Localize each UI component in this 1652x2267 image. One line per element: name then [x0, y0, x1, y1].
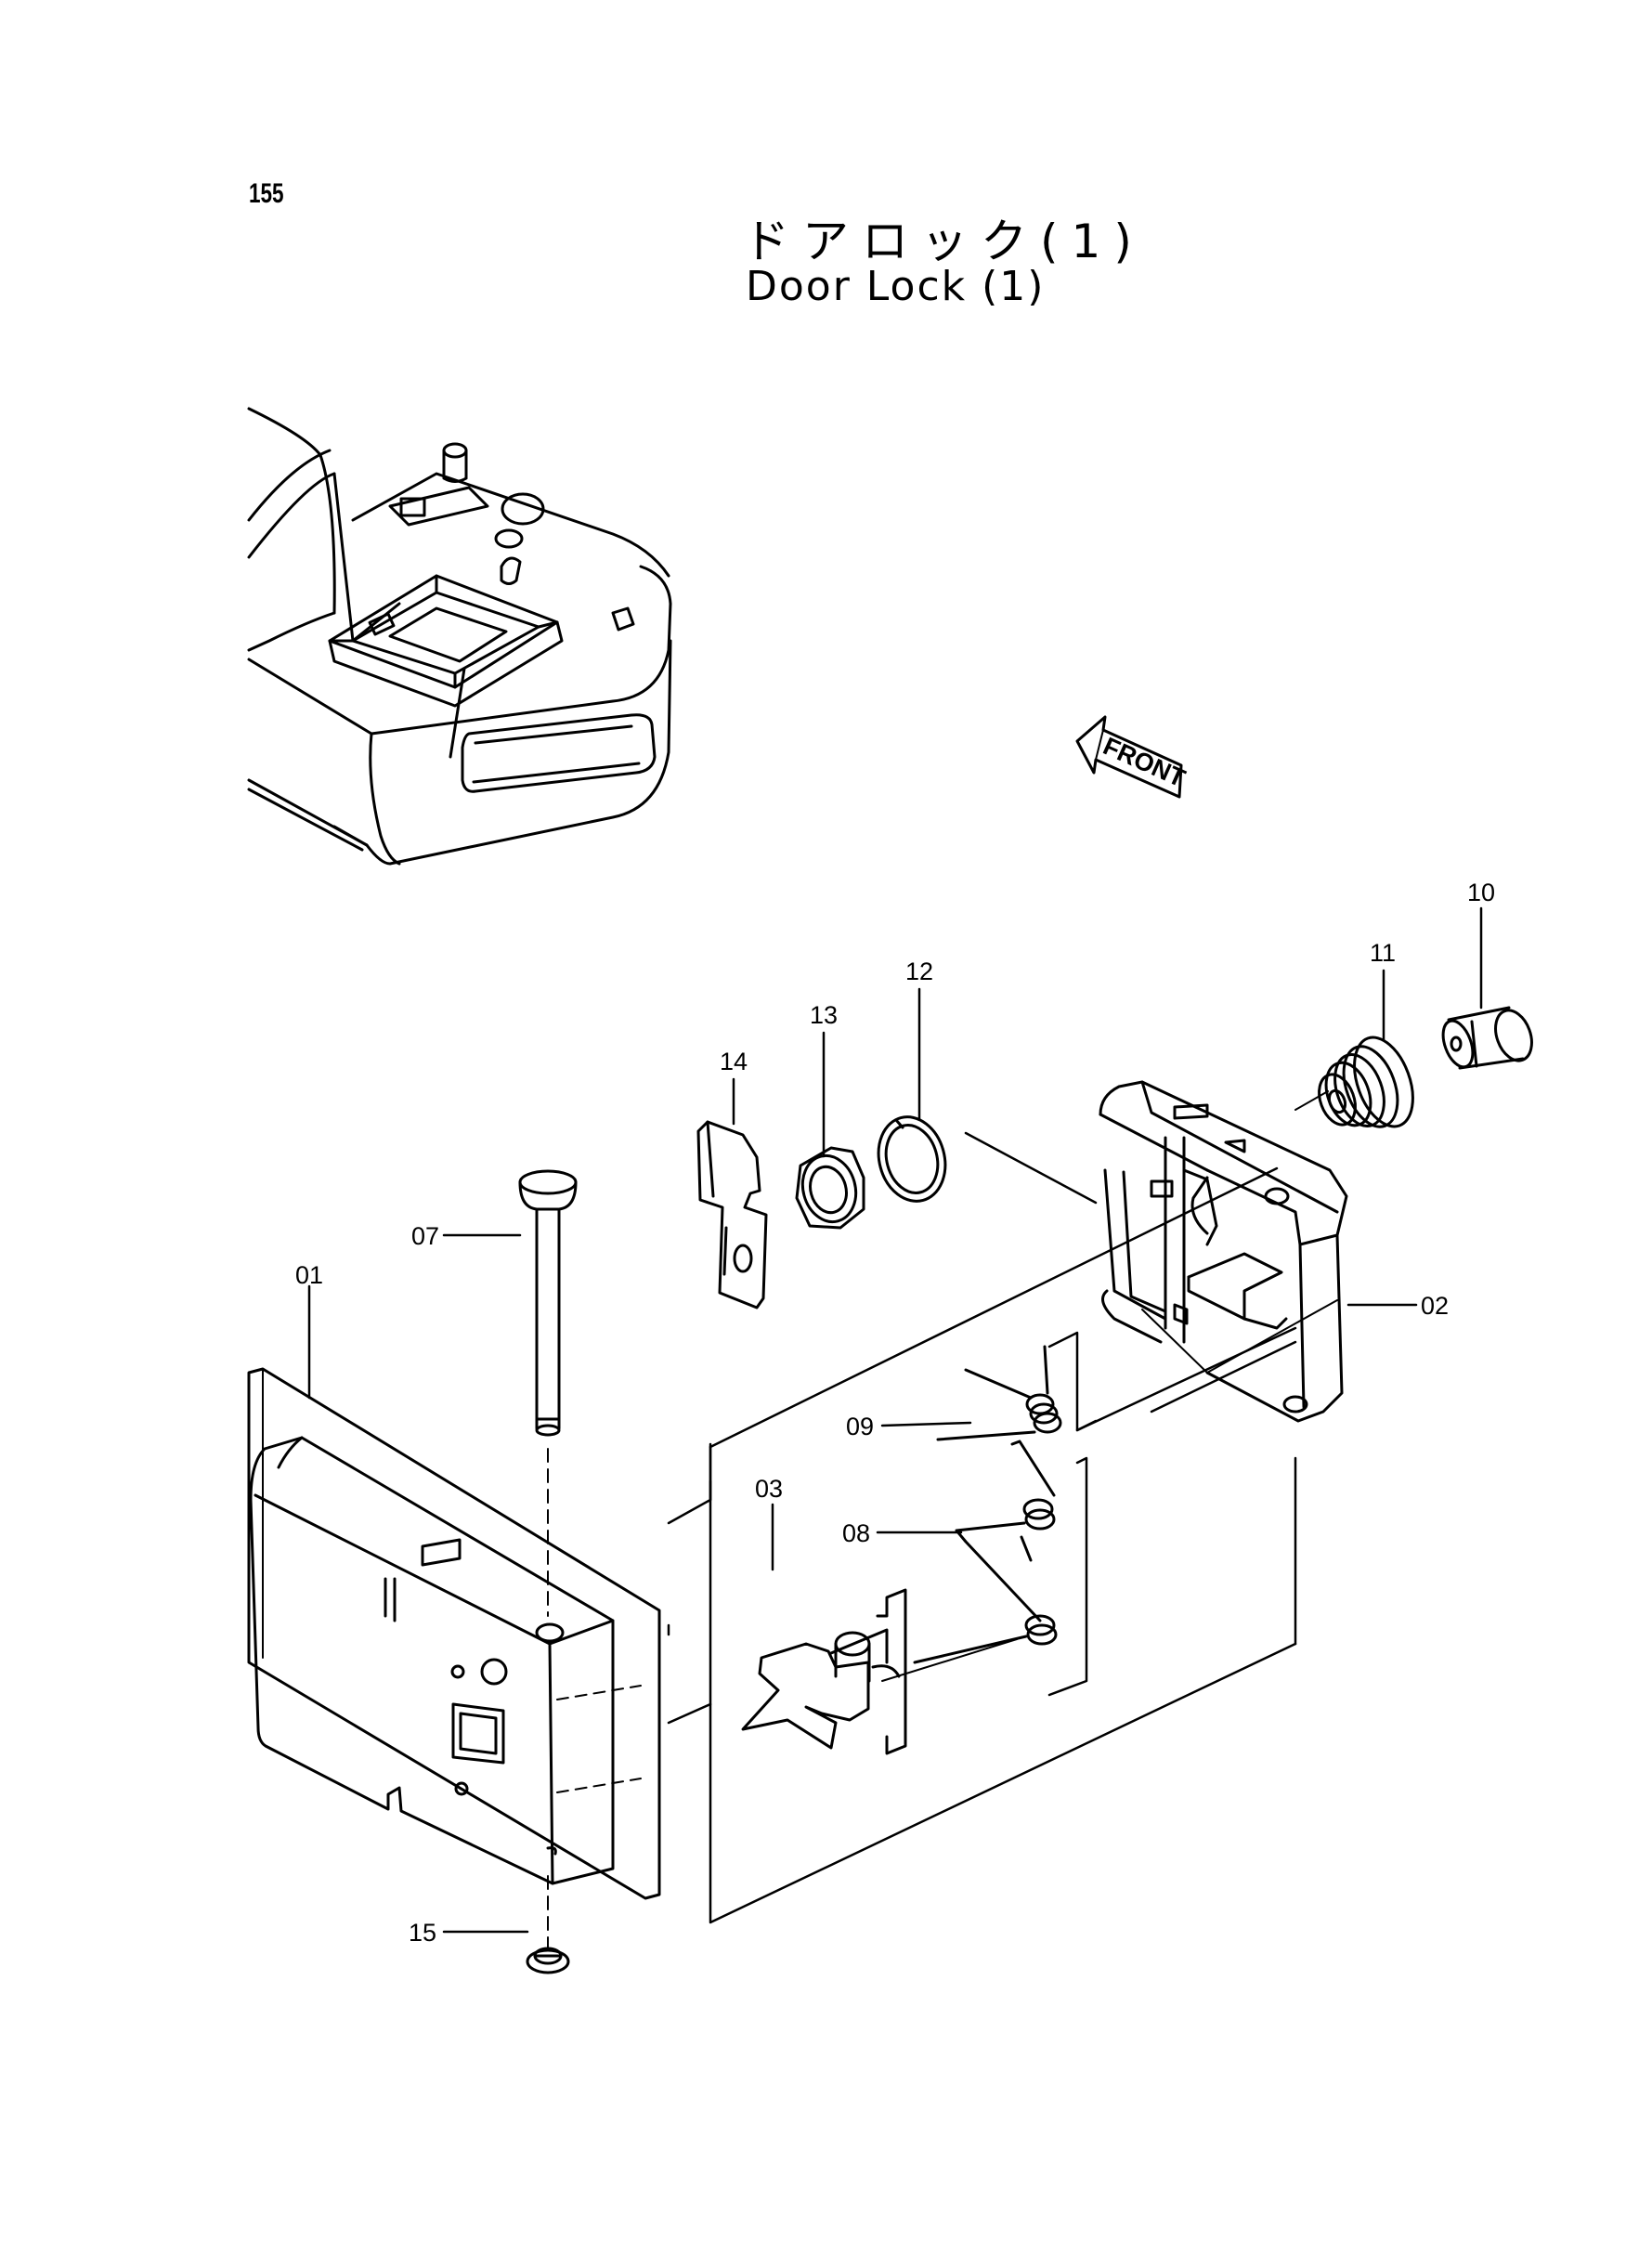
part-15-e-ring	[526, 1947, 570, 1974]
callout-15: 15	[409, 1919, 436, 1947]
callout-03: 03	[755, 1475, 783, 1503]
callout-08: 08	[842, 1519, 870, 1547]
front-arrow-label: FRONT	[1099, 732, 1190, 792]
front-direction-arrow: FRONT	[1075, 715, 1190, 799]
part-08-spring	[913, 1440, 1058, 1664]
page-number: 155	[249, 178, 284, 209]
leader-lines	[307, 906, 1483, 1934]
part-13-hex-nut	[795, 1146, 865, 1230]
part-14-latch-tab	[696, 1120, 768, 1309]
callout-07: 07	[411, 1222, 439, 1250]
assembly-outline	[667, 1131, 1297, 1924]
callout-09: 09	[846, 1413, 874, 1440]
callout-12: 12	[905, 958, 933, 985]
callout-13: 13	[810, 1001, 838, 1029]
page-title-japanese: ドアロック(1)	[743, 215, 1145, 268]
callout-14: 14	[720, 1048, 748, 1075]
callout-02: 02	[1421, 1292, 1449, 1320]
callout-11: 11	[1370, 939, 1396, 967]
part-11-lock-cylinder	[1294, 1036, 1414, 1128]
callout-labels: 01 02 03 07 08 09 10 11 12 13 14 15	[295, 879, 1495, 1947]
machine-overview-illustration	[247, 407, 672, 866]
part-10-cylinder-plug	[1441, 1006, 1533, 1070]
part-12-snap-ring	[877, 1115, 947, 1203]
part-07-bolt	[518, 1169, 578, 1956]
part-02-bracket	[1099, 1080, 1348, 1423]
part-03-latch-pawl	[741, 1588, 1018, 1755]
callout-01: 01	[295, 1261, 323, 1289]
part-01-cover-plate	[247, 1367, 661, 1900]
callout-10: 10	[1467, 879, 1495, 906]
part-09-spring	[936, 1345, 1062, 1441]
page-title-english: Door Lock (1)	[746, 263, 1046, 310]
